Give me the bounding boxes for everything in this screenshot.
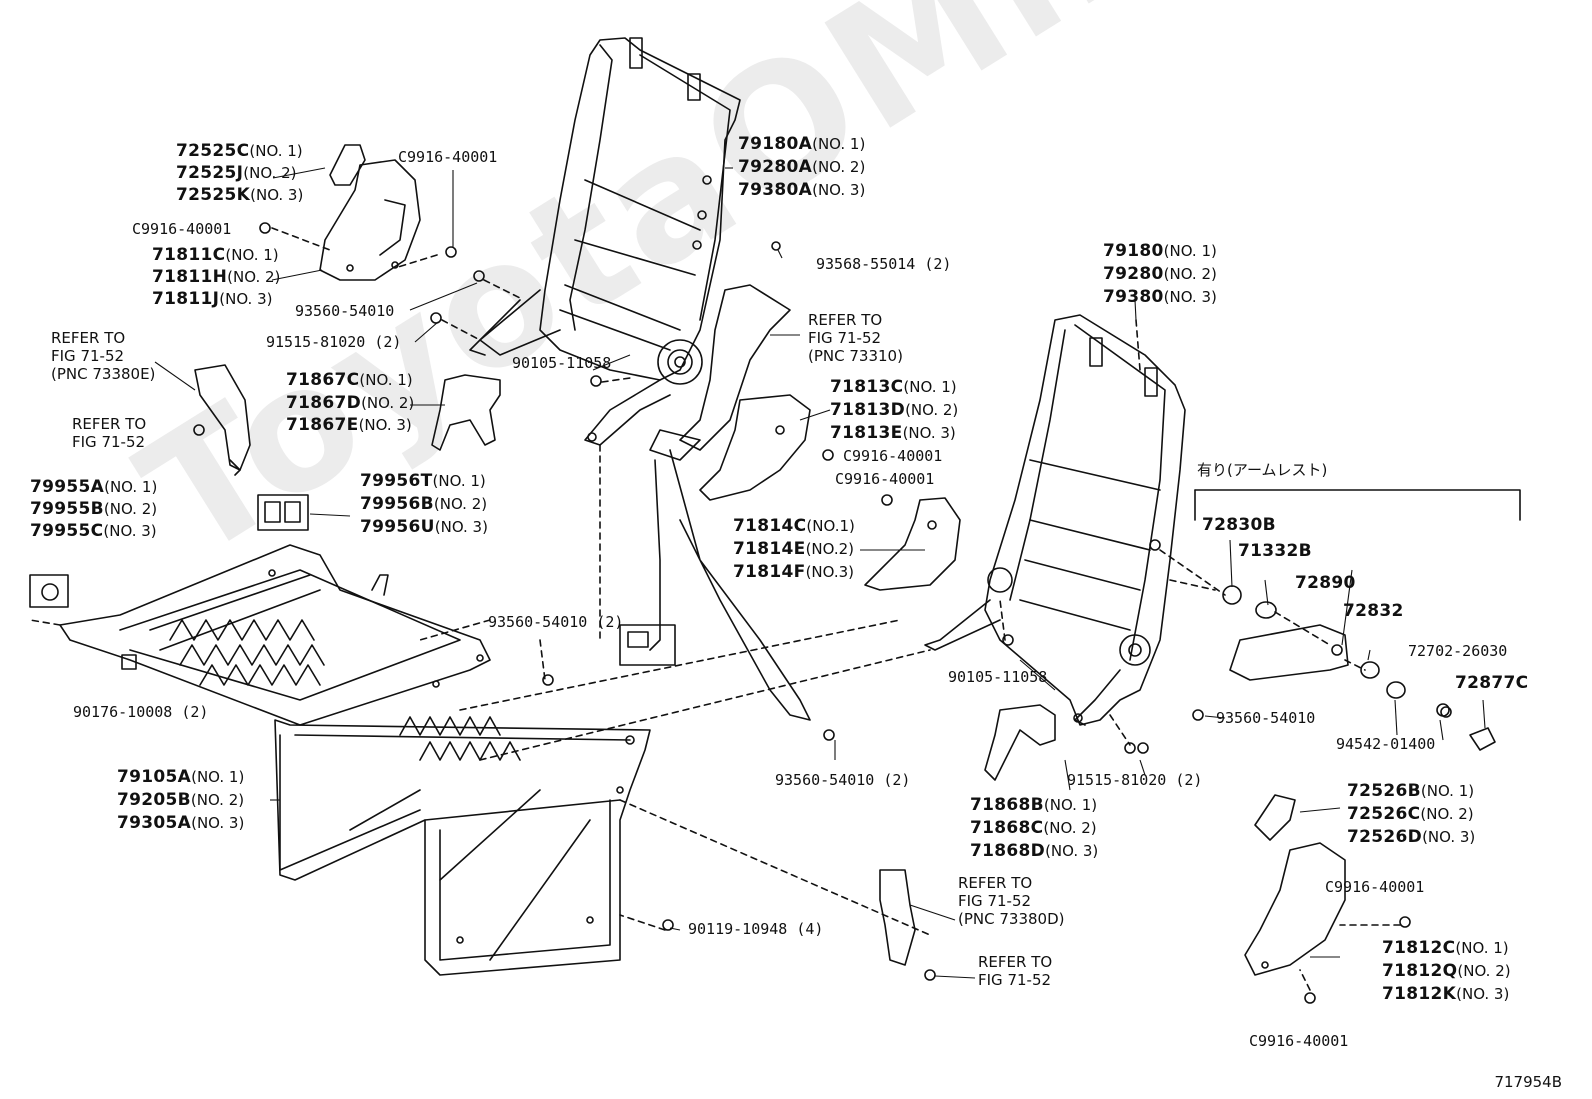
label-71814e: 71814E(NO.2) bbox=[733, 539, 854, 559]
ref-bottom-line2: FIG 71-52 bbox=[978, 971, 1052, 989]
label-c9916-r2: C9916-40001 bbox=[1249, 1032, 1349, 1050]
label-79305a: 79305A(NO. 3) bbox=[117, 813, 245, 833]
label-71814f: 71814F(NO.3) bbox=[733, 562, 854, 582]
label-79280a: 79280A(NO. 2) bbox=[738, 157, 866, 177]
label-93560-54010-c: 93560-54010 (2) bbox=[775, 771, 911, 789]
label-c9916-r1: C9916-40001 bbox=[1325, 878, 1425, 896]
label-71811c: 71811C(NO. 1) bbox=[152, 245, 279, 265]
label-71812c: 71812C(NO. 1) bbox=[1382, 938, 1509, 958]
label-72890: 72890 bbox=[1295, 573, 1356, 593]
center-seat-belt bbox=[619, 284, 811, 721]
ref-73380e-line2: FIG 71-52 bbox=[51, 347, 125, 365]
label-79380: 79380(NO. 3) bbox=[1103, 287, 1217, 307]
label-72702-26030: 72702-26030 bbox=[1408, 642, 1508, 660]
label-79180a: 79180A(NO. 1) bbox=[738, 134, 866, 154]
label-90176-10008: 90176-10008 (2) bbox=[73, 703, 209, 721]
belt-buckle-bottom bbox=[879, 869, 916, 966]
label-72525j: 72525J(NO. 2) bbox=[176, 163, 297, 183]
label-71811j: 71811J(NO. 3) bbox=[152, 289, 273, 309]
ref-73380e-line3: (PNC 73380E) bbox=[51, 365, 156, 383]
ref-bottom-line1: REFER TO bbox=[978, 953, 1053, 971]
label-c9916-mid: C9916-40001 bbox=[843, 447, 943, 465]
armrest-header: 有り(アームレスト) bbox=[1197, 461, 1328, 479]
label-71867e: 71867E(NO. 3) bbox=[286, 415, 412, 435]
label-71812q: 71812Q(NO. 2) bbox=[1382, 961, 1511, 981]
label-79180: 79180(NO. 1) bbox=[1103, 241, 1217, 261]
label-79956b: 79956B(NO. 2) bbox=[360, 494, 488, 514]
seat-cushion-frame bbox=[59, 544, 491, 726]
label-71867c: 71867C(NO. 1) bbox=[286, 370, 413, 390]
ref-73310-line2: FIG 71-52 bbox=[808, 329, 882, 347]
ref-73310-line1: REFER TO bbox=[808, 311, 883, 329]
label-93568-55014: 93568-55014 (2) bbox=[816, 255, 952, 273]
label-91515-81020-b: 91515-81020 (2) bbox=[1067, 771, 1203, 789]
label-72526b: 72526B(NO. 1) bbox=[1347, 781, 1475, 801]
label-90105-11058-a: 90105-11058 bbox=[512, 354, 612, 372]
label-71811h: 71811H(NO. 2) bbox=[152, 267, 281, 287]
label-72830b: 72830B bbox=[1202, 515, 1276, 535]
label-c9916-mid2: C9916-40001 bbox=[835, 470, 935, 488]
label-c9916-left: C9916-40001 bbox=[132, 220, 232, 238]
label-72525k: 72525K(NO. 3) bbox=[176, 185, 304, 205]
armrest-group bbox=[1194, 489, 1521, 751]
label-79956u: 79956U(NO. 3) bbox=[360, 517, 488, 537]
label-71813d: 71813D(NO. 2) bbox=[830, 400, 959, 420]
bolts-left bbox=[193, 222, 893, 506]
ref-73380d-line2: FIG 71-52 bbox=[958, 892, 1032, 910]
label-79955a: 79955A(NO. 1) bbox=[30, 477, 158, 497]
label-79205b: 79205B(NO. 2) bbox=[117, 790, 245, 810]
knob-72526 bbox=[1254, 794, 1296, 841]
cover-71814 bbox=[864, 497, 961, 591]
ref-73380e-line1: REFER TO bbox=[51, 329, 126, 347]
ref-73310-line3: (PNC 73310) bbox=[808, 347, 903, 365]
ref-73380d-line3: (PNC 73380D) bbox=[958, 910, 1065, 928]
cap-79955 bbox=[29, 574, 69, 608]
label-79955c: 79955C(NO. 3) bbox=[30, 521, 157, 541]
label-79956t: 79956T(NO. 1) bbox=[360, 471, 486, 491]
label-72832: 72832 bbox=[1343, 601, 1404, 621]
label-94542-01400: 94542-01400 bbox=[1336, 735, 1436, 753]
label-90119-10948: 90119-10948 (4) bbox=[688, 920, 824, 938]
label-79955b: 79955B(NO. 2) bbox=[30, 499, 158, 519]
label-71868c: 71868C(NO. 2) bbox=[970, 818, 1097, 838]
label-71814c: 71814C(NO.1) bbox=[733, 516, 855, 536]
cover-71812 bbox=[1244, 842, 1346, 976]
label-91515-81020-a: 91515-81020 (2) bbox=[266, 333, 402, 351]
label-71813e: 71813E(NO. 3) bbox=[830, 423, 956, 443]
bezel-79956 bbox=[257, 494, 309, 531]
label-79380a: 79380A(NO. 3) bbox=[738, 180, 866, 200]
label-71868b: 71868B(NO. 1) bbox=[970, 795, 1098, 815]
label-72525c: 72525C(NO. 1) bbox=[176, 141, 303, 161]
right-seatback-frame bbox=[924, 314, 1186, 726]
side-cover-71811 bbox=[319, 159, 421, 281]
knob-72525 bbox=[329, 144, 366, 186]
label-c9916-top: C9916-40001 bbox=[398, 148, 498, 166]
left-seatback-frame bbox=[469, 37, 741, 446]
label-90105-11058-b: 90105-11058 bbox=[948, 668, 1048, 686]
bracket-71867 bbox=[431, 374, 501, 451]
label-93560-54010-b: 93560-54010 (2) bbox=[488, 613, 624, 631]
label-71332b: 71332B bbox=[1238, 541, 1312, 561]
figure-code: 717954B bbox=[1494, 1073, 1562, 1091]
label-72526c: 72526C(NO. 2) bbox=[1347, 804, 1474, 824]
label-72526d: 72526D(NO. 3) bbox=[1347, 827, 1476, 847]
label-71812k: 71812K(NO. 3) bbox=[1382, 984, 1510, 1004]
label-71813c: 71813C(NO. 1) bbox=[830, 377, 957, 397]
ref-left-line2: FIG 71-52 bbox=[72, 433, 146, 451]
ref-left-line1: REFER TO bbox=[72, 415, 147, 433]
ref-73380d-line1: REFER TO bbox=[958, 874, 1033, 892]
bracket-71868 bbox=[984, 704, 1056, 781]
label-93560-54010-d: 93560-54010 bbox=[1216, 709, 1316, 727]
cap-90176 bbox=[121, 654, 137, 670]
label-72877c: 72877C bbox=[1455, 673, 1529, 693]
cover-71813 bbox=[699, 394, 811, 501]
label-79105a: 79105A(NO. 1) bbox=[117, 767, 245, 787]
label-71868d: 71868D(NO. 3) bbox=[970, 841, 1099, 861]
label-79280: 79280(NO. 2) bbox=[1103, 264, 1217, 284]
label-93560-54010-a: 93560-54010 bbox=[295, 302, 395, 320]
label-71867d: 71867D(NO. 2) bbox=[286, 393, 415, 413]
seat-base-frame bbox=[274, 716, 651, 976]
